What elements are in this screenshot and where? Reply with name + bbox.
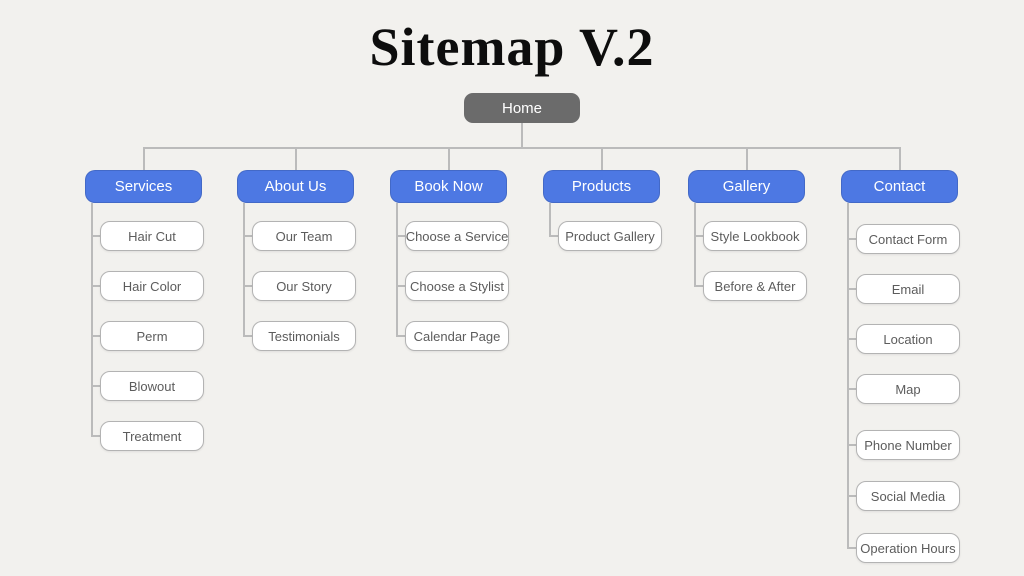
child-node-operation-hours: Operation Hours bbox=[856, 533, 960, 563]
connector-line bbox=[91, 285, 101, 287]
connector-line bbox=[694, 235, 704, 237]
child-node-label: Phone Number bbox=[864, 437, 952, 453]
child-node-hair-cut: Hair Cut bbox=[100, 221, 204, 251]
child-node-label: Operation Hours bbox=[860, 540, 956, 556]
child-node-label: Our Story bbox=[276, 278, 332, 294]
child-node-choose-a-stylist: Choose a Stylist bbox=[405, 271, 509, 301]
child-node-label: Location bbox=[883, 331, 933, 347]
connector-line bbox=[847, 495, 857, 497]
connector-line bbox=[847, 338, 857, 340]
child-node-label: Treatment bbox=[122, 428, 182, 444]
connector-line bbox=[91, 235, 101, 237]
connector-line bbox=[745, 147, 748, 170]
branch-node-services: Services bbox=[85, 170, 202, 203]
child-node-label: Hair Cut bbox=[128, 228, 176, 244]
branch-node-contact: Contact bbox=[841, 170, 958, 203]
child-node-label: Email bbox=[891, 281, 925, 297]
child-node-label: Product Gallery bbox=[565, 228, 655, 244]
child-node-label: Social Media bbox=[870, 488, 946, 504]
connector-line bbox=[91, 203, 93, 437]
home-node: Home bbox=[464, 93, 580, 123]
child-node-contact-form: Contact Form bbox=[856, 224, 960, 254]
connector-line bbox=[396, 203, 398, 337]
child-node-label: Choose a Stylist bbox=[410, 278, 504, 294]
branch-node-about-us: About Us bbox=[237, 170, 354, 203]
child-node-label: Contact Form bbox=[868, 231, 948, 247]
connector-line bbox=[847, 203, 849, 549]
child-node-testimonials: Testimonials bbox=[252, 321, 356, 351]
child-node-label: Calendar Page bbox=[413, 328, 501, 344]
child-node-map: Map bbox=[856, 374, 960, 404]
connector-line bbox=[847, 288, 857, 290]
child-node-label: Hair Color bbox=[122, 278, 182, 294]
branch-node-book-now: Book Now bbox=[390, 170, 507, 203]
connector-line bbox=[294, 147, 297, 170]
child-node-label: Choose a Service bbox=[405, 228, 509, 244]
connector-line bbox=[447, 147, 450, 170]
connector-line bbox=[600, 147, 603, 170]
connector-line bbox=[243, 203, 245, 337]
child-node-location: Location bbox=[856, 324, 960, 354]
child-node-product-gallery: Product Gallery bbox=[558, 221, 662, 251]
connector-line bbox=[521, 123, 523, 149]
connector-line bbox=[243, 235, 253, 237]
home-node-label: Home bbox=[501, 99, 542, 117]
branch-node-label: Services bbox=[114, 178, 173, 195]
connector-line bbox=[549, 235, 559, 237]
child-node-blowout: Blowout bbox=[100, 371, 204, 401]
branch-node-label: Gallery bbox=[722, 178, 771, 195]
child-node-label: Testimonials bbox=[268, 328, 340, 344]
child-node-social-media: Social Media bbox=[856, 481, 960, 511]
connector-line bbox=[694, 203, 696, 287]
connector-line bbox=[694, 285, 704, 287]
branch-node-label: Book Now bbox=[414, 178, 483, 195]
child-node-label: Style Lookbook bbox=[710, 228, 800, 244]
connector-line bbox=[91, 335, 101, 337]
branch-node-label: Products bbox=[571, 178, 632, 195]
connector-line bbox=[396, 285, 406, 287]
connector-line bbox=[243, 285, 253, 287]
connector-line bbox=[898, 147, 901, 170]
child-node-label: Map bbox=[895, 381, 921, 397]
connector-line bbox=[847, 388, 857, 390]
connector-line bbox=[847, 238, 857, 240]
connector-line bbox=[549, 203, 551, 237]
connector-line bbox=[847, 444, 857, 446]
child-node-hair-color: Hair Color bbox=[100, 271, 204, 301]
page-title: Sitemap V.2 bbox=[369, 17, 655, 77]
child-node-label: Our Team bbox=[275, 228, 333, 244]
child-node-treatment: Treatment bbox=[100, 421, 204, 451]
child-node-choose-a-service: Choose a Service bbox=[405, 221, 509, 251]
child-node-style-lookbook: Style Lookbook bbox=[703, 221, 807, 251]
child-node-our-team: Our Team bbox=[252, 221, 356, 251]
connector-line bbox=[847, 547, 857, 549]
branch-node-gallery: Gallery bbox=[688, 170, 805, 203]
connector-line bbox=[91, 435, 101, 437]
connector-line bbox=[396, 235, 406, 237]
child-node-label: Perm bbox=[136, 328, 168, 344]
connector-line bbox=[396, 335, 406, 337]
child-node-our-story: Our Story bbox=[252, 271, 356, 301]
connector-line bbox=[243, 335, 253, 337]
child-node-email: Email bbox=[856, 274, 960, 304]
child-node-phone-number: Phone Number bbox=[856, 430, 960, 460]
branch-node-products: Products bbox=[543, 170, 660, 203]
connector-line bbox=[142, 147, 145, 170]
child-node-label: Before & After bbox=[714, 278, 796, 294]
child-node-perm: Perm bbox=[100, 321, 204, 351]
child-node-calendar-page: Calendar Page bbox=[405, 321, 509, 351]
child-node-label: Blowout bbox=[128, 378, 176, 394]
child-node-before-after: Before & After bbox=[703, 271, 807, 301]
connector-line bbox=[91, 385, 101, 387]
branch-node-label: About Us bbox=[264, 178, 327, 195]
branch-node-label: Contact bbox=[873, 178, 926, 195]
